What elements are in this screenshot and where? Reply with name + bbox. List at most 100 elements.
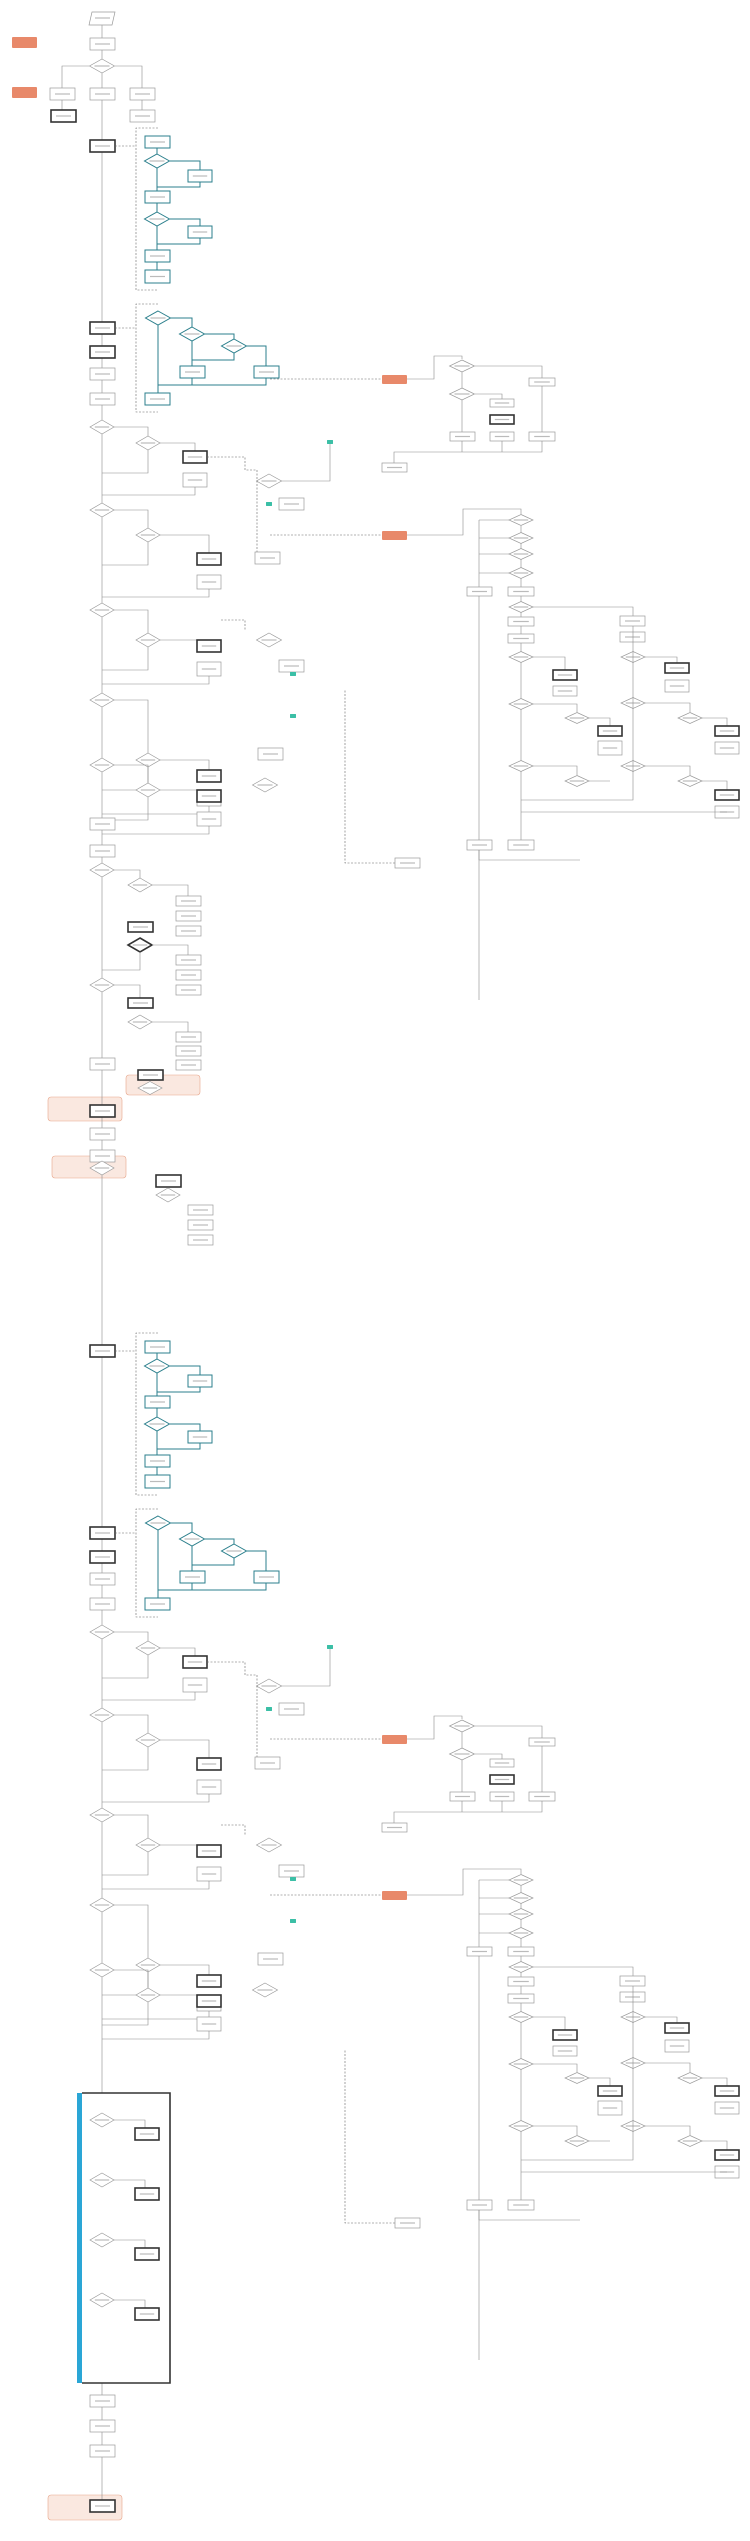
connector-line [475, 393, 503, 399]
connector-line [152, 1021, 189, 1032]
node-label-mark [185, 1576, 200, 1578]
node-label-mark [150, 1480, 165, 1483]
connector-line [645, 765, 691, 775]
connector-line [533, 606, 634, 616]
connector-line [102, 806, 210, 815]
annotation-note [382, 375, 407, 384]
node-label-mark [602, 2090, 618, 2092]
connector-line [102, 1852, 149, 1876]
connector-line [114, 2299, 146, 2308]
node-label-mark [139, 2193, 155, 2195]
node-label-mark [94, 1969, 110, 1971]
node-label-mark [140, 759, 156, 761]
connector-badge [327, 1645, 333, 1649]
node-label-mark [150, 141, 165, 143]
node-label-mark [719, 747, 735, 749]
connector-line [114, 2239, 146, 2248]
node-label-mark [569, 2140, 585, 2142]
connector-line [160, 1739, 210, 1758]
node-label-mark [192, 231, 208, 233]
connector-badge [290, 1919, 296, 1923]
connector-line [114, 2179, 146, 2188]
connector-line [533, 2063, 578, 2072]
annotation-note [382, 1735, 407, 1744]
connector-line [170, 1423, 201, 1431]
node-label-mark [187, 1684, 203, 1686]
node-label-mark [184, 333, 200, 335]
node-label-mark [201, 1786, 217, 1788]
connector-line [702, 2077, 728, 2086]
node-label-mark [719, 2107, 735, 2109]
connector-line [114, 1631, 149, 1641]
connector-line [160, 1964, 210, 1975]
connector-line [152, 884, 189, 896]
connector-line [702, 2140, 728, 2150]
connector-line [207, 1661, 257, 1676]
node-label-mark [263, 1958, 278, 1960]
node-label-mark [472, 2204, 487, 2206]
node-label-mark [472, 590, 487, 593]
node-label-mark [95, 1350, 110, 1352]
connector-line [521, 626, 634, 801]
connector-line [645, 2062, 691, 2072]
node-label-mark [150, 1401, 165, 1403]
connector-line [204, 333, 235, 339]
connector-line [102, 1794, 210, 1803]
node-label-mark [260, 557, 275, 559]
connector-line [157, 182, 201, 188]
connector-line [158, 378, 267, 386]
connector-line [478, 850, 580, 861]
node-label-mark [95, 1532, 110, 1534]
connector-line [102, 542, 149, 566]
connector-line [102, 1692, 196, 1701]
node-label-mark [181, 959, 196, 961]
annotation-note [12, 87, 37, 98]
node-label-mark [472, 844, 487, 846]
connector-line [114, 1714, 149, 1733]
node-label-mark [150, 1522, 166, 1524]
connector-line [521, 1986, 634, 2161]
node-label-mark [132, 944, 148, 946]
node-label-mark [669, 2045, 685, 2047]
node-label-mark [94, 2239, 110, 2241]
connector-line [246, 1550, 267, 1571]
node-label-mark [513, 2125, 529, 2127]
connector-line [114, 699, 149, 753]
connector-line [533, 1966, 634, 1976]
connector-line [475, 365, 543, 378]
connector-line [135, 127, 158, 291]
node-label-mark [387, 1826, 402, 1829]
connector-line [135, 1508, 158, 1618]
node-label-mark [181, 1036, 196, 1038]
node-label-mark [150, 317, 166, 319]
node-label-mark [139, 2253, 155, 2255]
connector-line [281, 1645, 331, 1687]
node-label-mark [132, 884, 148, 886]
node-label-mark [682, 717, 698, 719]
node-label-mark [94, 1814, 110, 1816]
node-label-mark [494, 402, 510, 404]
connector-line [152, 944, 189, 955]
node-label-mark [161, 1180, 176, 1182]
connector-line [645, 2125, 691, 2135]
connector-line [192, 353, 235, 361]
connector-line [114, 2119, 146, 2128]
node-label-mark [201, 1873, 217, 1875]
node-label-mark [513, 765, 529, 767]
node-label-mark [513, 1879, 529, 1881]
node-label-mark [513, 1897, 529, 1899]
node-label-mark [95, 17, 110, 19]
connector-line [114, 1969, 149, 1988]
node-label-mark [181, 900, 196, 902]
node-label-mark [160, 1194, 176, 1196]
node-label-mark [187, 479, 203, 481]
connector-line [114, 1904, 149, 1958]
node-label-mark [454, 1753, 470, 1755]
node-label-mark [201, 2000, 217, 2002]
node-label-mark [140, 789, 156, 791]
connector-line [645, 702, 691, 712]
connector-line [645, 2016, 678, 2023]
node-label-mark [95, 1063, 110, 1065]
node-label-mark [557, 690, 573, 692]
